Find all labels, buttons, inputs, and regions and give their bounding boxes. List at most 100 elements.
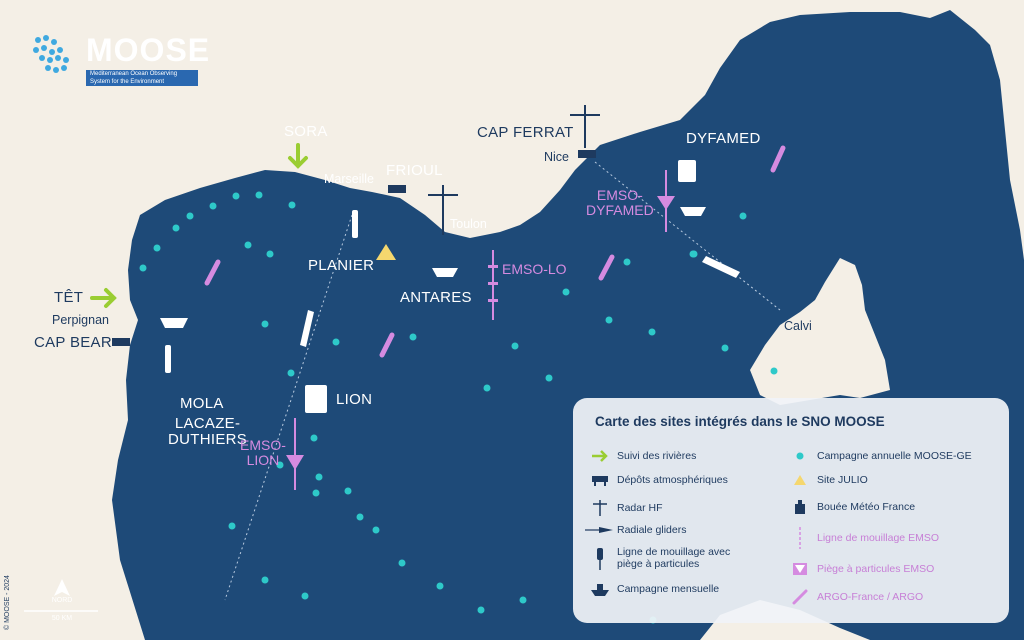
legend-item: Radiale gliders [583,524,686,536]
station-dot [310,434,318,442]
particle-moorings [165,210,358,373]
ship-dyfamed [680,207,706,216]
legend-item: Site JULIO [783,474,868,486]
station-dot [315,473,323,481]
station-dot [232,192,240,200]
label-nice: Nice [544,150,570,164]
hf-radar-icon [583,499,617,517]
label-emso-lo: EMSO-LO [502,261,567,277]
emso-mooring-icon [783,526,817,550]
station-dot [770,367,778,375]
station-dot [312,489,320,497]
station-dot [511,342,519,350]
hf-radars [428,105,600,235]
legend-item: Bouée Météo France [783,499,915,515]
label-mola: MOLA [180,395,224,412]
deposit-nice [578,150,596,158]
station-dot [261,576,269,584]
argo-float-icon [783,589,817,605]
mooring-planier [352,210,358,238]
logo-subtitle: Mediterranean Ocean Observing System for… [86,70,198,86]
buoy-dyfamed [678,160,696,182]
station-dot [288,201,296,209]
label-lion: LION [336,391,373,408]
buoy-lion [305,385,327,413]
argo-float [598,254,615,281]
legend-panel: Carte des sites intégrés dans le SNO MOO… [573,398,1009,623]
ship-antares [432,268,458,277]
label-sora: SORA [284,123,328,140]
ship-icon [583,581,617,597]
legend-item: Dépôts atmosphériques [583,474,728,486]
atmospheric-deposit-icon [583,474,617,486]
label-dyfamed: DYFAMED [686,130,761,147]
argo-float [379,332,395,358]
argo-floats [204,145,786,358]
label-tet: TÊT [54,289,84,306]
green-arrow-icon [583,450,617,462]
label-cap-bear: CAP BEAR [34,334,112,351]
legend-item: Radar HF [583,499,663,517]
station-dot [648,328,656,336]
station-dot [344,487,352,495]
map-scale: NORD 50 KM [22,578,102,627]
ship-mola [160,318,188,328]
north-label: NORD [51,597,73,604]
label-emso-lion: EMSO-LION [240,437,286,468]
station-dot [409,333,417,341]
emso-trap-dyfamed [657,196,675,210]
label-planier: PLANIER [308,257,375,274]
julio-site [376,244,396,260]
station-dot [519,596,527,604]
mooring-icon [583,546,617,572]
legend-item: Ligne de mouillage EMSO [783,526,939,550]
station-dot [186,212,194,220]
corsica-island [750,258,890,405]
emso-trap-icon [783,562,817,576]
label-antares: ANTARES [400,289,472,306]
legend-item: Campagne annuelle MOOSE-GE [783,450,972,462]
ships [160,160,706,413]
station-dot [562,288,570,296]
scale-label: 50 KM [51,615,73,622]
station-dot [209,202,217,210]
legend-item: Campagne mensuelle [583,581,719,597]
label-lacaze-duthiers: LACAZE-DUTHIERS [168,415,248,448]
moose-ge-stations [139,191,778,624]
station-dot [690,250,698,258]
station-dot [356,513,364,521]
station-dot [545,374,553,382]
station-dot [436,582,444,590]
mooring-mola [165,345,171,373]
station-dot [721,344,729,352]
station-dot [332,338,340,346]
emso-trap-lion [286,455,304,470]
emso-marker [488,265,498,268]
label-perpignan: Perpignan [52,313,109,327]
teal-dot-icon [783,451,817,461]
station-dot [266,250,274,258]
station-dot [228,522,236,530]
north-arrow-icon [54,579,70,596]
legend-title: Carte des sites intégrés dans le SNO MOO… [595,414,885,429]
label-emso-dyfamed: EMSO-DYFAMED [586,187,654,218]
station-dot [172,224,180,232]
station-dot [739,212,747,220]
river-tet [90,288,117,308]
argo-float [204,259,221,286]
station-dot [623,258,631,266]
station-dot [483,384,491,392]
legend-item: ARGO-France / ARGO [783,589,923,605]
gliders [300,256,740,347]
label-frioul: FRIOUL [386,162,443,179]
deposit-sites [112,150,596,346]
emso-marker [488,299,498,302]
station-dot [244,241,252,249]
station-dot [301,592,309,600]
glider-icon [583,525,617,535]
label-marseille: Marseille [324,172,375,186]
station-dot [261,320,269,328]
glider-corsica [702,256,740,278]
yellow-triangle-icon [783,474,817,486]
buoy-icon [783,499,817,515]
